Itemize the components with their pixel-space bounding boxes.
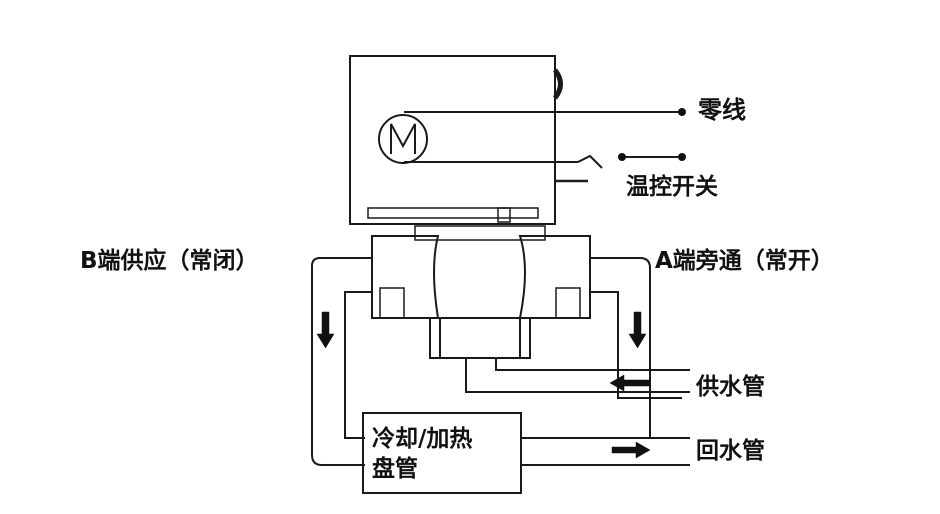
port-a-label: A端旁通（常开） xyxy=(655,248,834,274)
arrow-right-return xyxy=(611,441,651,459)
coil-label-line1: 冷却/加热 xyxy=(372,426,473,452)
neutral-terminal xyxy=(678,108,686,116)
neutral-label: 零线 xyxy=(698,96,746,124)
pipe-b-inner xyxy=(344,291,372,439)
pipe-supply xyxy=(465,358,690,393)
pipe-b-outer xyxy=(311,257,372,466)
return-pipe-label: 回水管 xyxy=(696,438,765,464)
actuator-box xyxy=(349,55,556,225)
coil-label: 冷却/加热 盘管 xyxy=(372,424,522,484)
thermostat-switch-label: 温控开关 xyxy=(626,174,718,200)
switch-terminal-1 xyxy=(618,153,626,161)
coil-box xyxy=(362,412,522,494)
valve-bottom xyxy=(429,317,531,359)
pipe-a-inner xyxy=(590,291,682,399)
stem xyxy=(497,207,511,223)
actuator-knob xyxy=(552,68,563,100)
valve-top xyxy=(414,225,546,241)
arrow-down-left xyxy=(316,311,335,349)
valve-body-left xyxy=(371,235,440,319)
arrow-down-right xyxy=(628,311,647,349)
arrow-left-supply xyxy=(609,374,651,392)
pipe-a-outer xyxy=(590,257,682,439)
coil-label-line2: 盘管 xyxy=(372,456,418,482)
switch-terminal-2 xyxy=(678,153,686,161)
motor-symbol xyxy=(378,114,428,164)
port-b-label: B端供应（常闭） xyxy=(80,248,259,274)
coupling-plate xyxy=(367,207,539,219)
supply-pipe-label: 供水管 xyxy=(696,374,765,400)
